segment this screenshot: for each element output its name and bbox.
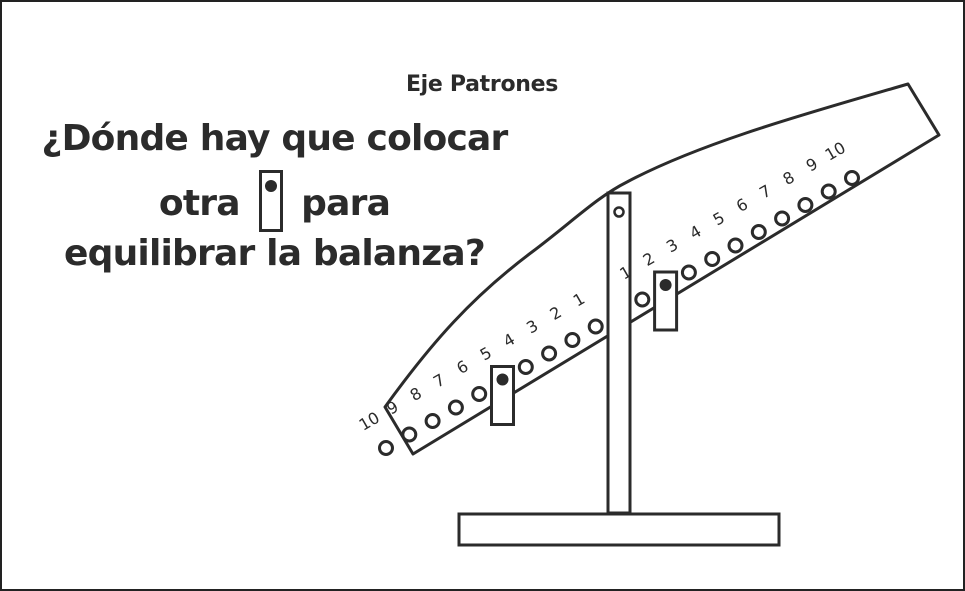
peg-hole-right-10: [844, 170, 860, 186]
question-line-2-after: para: [301, 183, 391, 224]
position-label-left-10: 10: [356, 408, 383, 435]
peg-hole-left-9: [401, 426, 418, 443]
peg-hole-right-5: [727, 237, 744, 254]
scale-base: [457, 512, 781, 547]
question-line-1: ¿Dónde hay que colocar: [41, 118, 509, 159]
question-line-3: equilibrar la balanza?: [64, 233, 486, 274]
peg-hole-left-10: [378, 440, 394, 456]
peg-hole-right-3: [680, 264, 697, 281]
weight-left-5: [490, 365, 515, 426]
peg-hole-left-3: [541, 345, 558, 362]
peg-holes: [378, 170, 860, 456]
subtitle: Eje Patrones: [405, 72, 559, 97]
balance-beam: [383, 82, 941, 456]
pivot-pin: [613, 206, 625, 218]
question-line-2-before: otra: [158, 183, 241, 224]
peg-hole-left-7: [447, 399, 464, 416]
weight-right-2: [653, 270, 679, 332]
peg-hole-right-4: [704, 251, 721, 267]
peg-hole-left-8: [424, 413, 441, 429]
peg-hole-left-6: [471, 386, 488, 402]
weights-on-beam: [490, 270, 679, 426]
question-line-2: otra para: [2, 170, 547, 236]
peg-hole-right-6: [750, 224, 767, 240]
peg-hole-left-4: [517, 359, 534, 375]
peg-hole-right-7: [774, 210, 791, 227]
peg-hole-right-9: [820, 183, 837, 200]
peg-hole-left-1: [587, 318, 604, 335]
peg-hole-left-2: [564, 332, 581, 348]
balance-post: [606, 191, 632, 515]
peg-hole-right-1: [634, 291, 651, 308]
peg-hole-right-8: [797, 197, 814, 213]
weight-icon: [259, 170, 284, 232]
